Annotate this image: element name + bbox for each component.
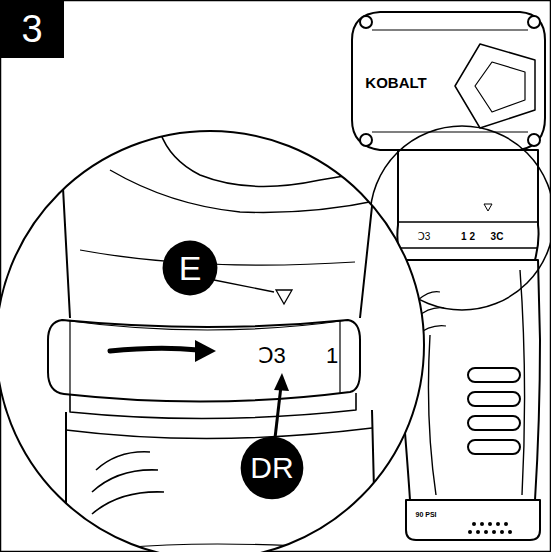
dial-marking: 1	[325, 345, 339, 367]
pressure-marking: 90 PSI	[414, 511, 437, 518]
dial-marking: 3C	[490, 232, 505, 242]
rotation-arrow	[110, 340, 216, 362]
alignment-mark	[276, 290, 292, 304]
zoom-view	[0, 131, 424, 552]
leader-arrow	[275, 386, 281, 438]
callout-letter: E	[179, 251, 202, 285]
brand-logo: KOBALT	[362, 74, 429, 91]
dial-mark	[484, 204, 492, 211]
callout-letter: DR	[250, 453, 293, 483]
dial-marking: 1 2	[460, 232, 476, 242]
leader-line	[214, 280, 274, 292]
leader-arrowhead	[274, 373, 289, 391]
zoom-detail	[48, 132, 380, 552]
callout-circle: DR	[240, 436, 304, 500]
dial-marking: Ↄ3	[417, 232, 432, 242]
dial-marking: Ↄ3	[257, 345, 287, 367]
callout-circle: E	[162, 240, 218, 296]
step-number-box: 3	[0, 0, 64, 58]
step-number: 3	[21, 10, 42, 48]
